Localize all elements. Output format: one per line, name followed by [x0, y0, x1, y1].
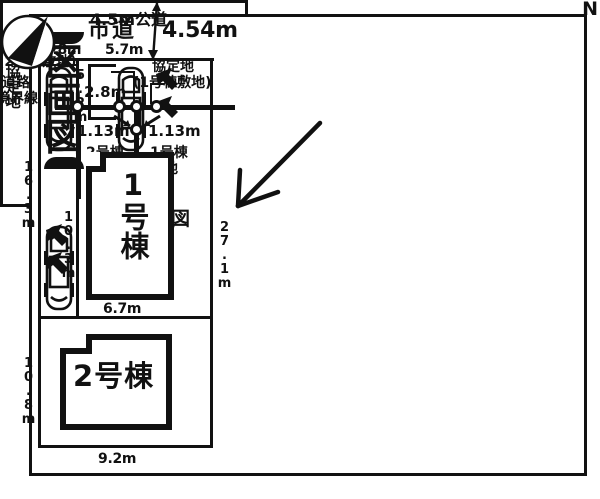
- building-1-depth-dim: 10.3m: [61, 210, 76, 280]
- building-2-depth-dim: 10.8m: [21, 356, 36, 426]
- compass-north-label: N: [582, 0, 598, 20]
- detail-boundary-label-line2: 境界線: [0, 91, 38, 107]
- boundary-point-icon-4: [150, 100, 163, 113]
- plan-site-depth-dim: 27.1m: [217, 220, 232, 290]
- car-plan-icon-1: [44, 66, 74, 152]
- parking-bay-line-bottom: [88, 117, 116, 120]
- detail-public-road-label: 4.5m公道: [90, 10, 168, 29]
- plan-road-width-dim: 4.54m: [162, 18, 238, 43]
- plan-road-top-line: [18, 0, 214, 3]
- title-bracket-bottom: [44, 157, 84, 170]
- building-1-label: 1号棟: [116, 168, 150, 260]
- building-2-width-dim: 9.2m: [98, 451, 137, 467]
- plan-road-bottom-line: [18, 58, 214, 61]
- detail-boundary-label-line1: 道路: [2, 75, 30, 91]
- detail-leader-right-v: [150, 83, 152, 104]
- detail-dim-2-8m: 2.8m: [84, 83, 127, 101]
- detail-road-boundary-line: [55, 105, 235, 110]
- detail-dim-right-1-13m: 1.13m: [148, 122, 201, 140]
- detail-agreement-right-line1: 協定地: [152, 59, 194, 75]
- plan-agreement-land-label: 協定地: [3, 64, 22, 109]
- boundary-point-icon-3: [130, 100, 143, 113]
- boundary-point-icon-2: [113, 100, 126, 113]
- plot-east-boundary: [210, 61, 213, 448]
- main-plan: 市道 4.54m 2.8m 5.7m 協定地 5.2m 16.3m: [0, 0, 260, 499]
- building-2-label: 2号棟: [73, 359, 155, 393]
- road-width-arrow-icon: [148, 2, 161, 60]
- parking-divider-west-lower: [76, 221, 79, 316]
- plot-west-boundary: [38, 61, 41, 448]
- boundary-point-icon-1: [71, 100, 84, 113]
- parking-bay-line-top: [88, 64, 116, 67]
- boundary-point-icon-5: [130, 123, 143, 136]
- plan-agreement-leader-line: [18, 64, 78, 66]
- building-1-label-char-1: 1: [116, 168, 150, 202]
- detail-leader-left-v: [133, 71, 135, 104]
- plan-road-label: 市道: [88, 18, 137, 43]
- arrow-down-left-icon: [235, 120, 323, 209]
- double-arrow-icon-2: [46, 224, 68, 274]
- detail-leader-right-h: [150, 83, 164, 85]
- building-2-footprint: [60, 334, 172, 430]
- building-1-label-char-2: 号: [116, 202, 150, 231]
- building-1-width-dim: 6.7m: [103, 301, 142, 317]
- plot-parcel-divider: [38, 316, 213, 319]
- plot-south-boundary: [38, 445, 213, 448]
- building-1-label-char-3: 棟: [116, 231, 150, 260]
- plan-west-depth-dim: 16.3m: [21, 160, 36, 230]
- detail-leader-left-h: [111, 71, 135, 73]
- plan-parking-depth-dim: 5.2m: [73, 68, 88, 124]
- plan-frontage-east-dim: 5.7m: [105, 42, 144, 58]
- parking-bay-line-left: [88, 64, 91, 120]
- parking-divider-west: [76, 61, 79, 221]
- building-1-footprint: [86, 152, 174, 300]
